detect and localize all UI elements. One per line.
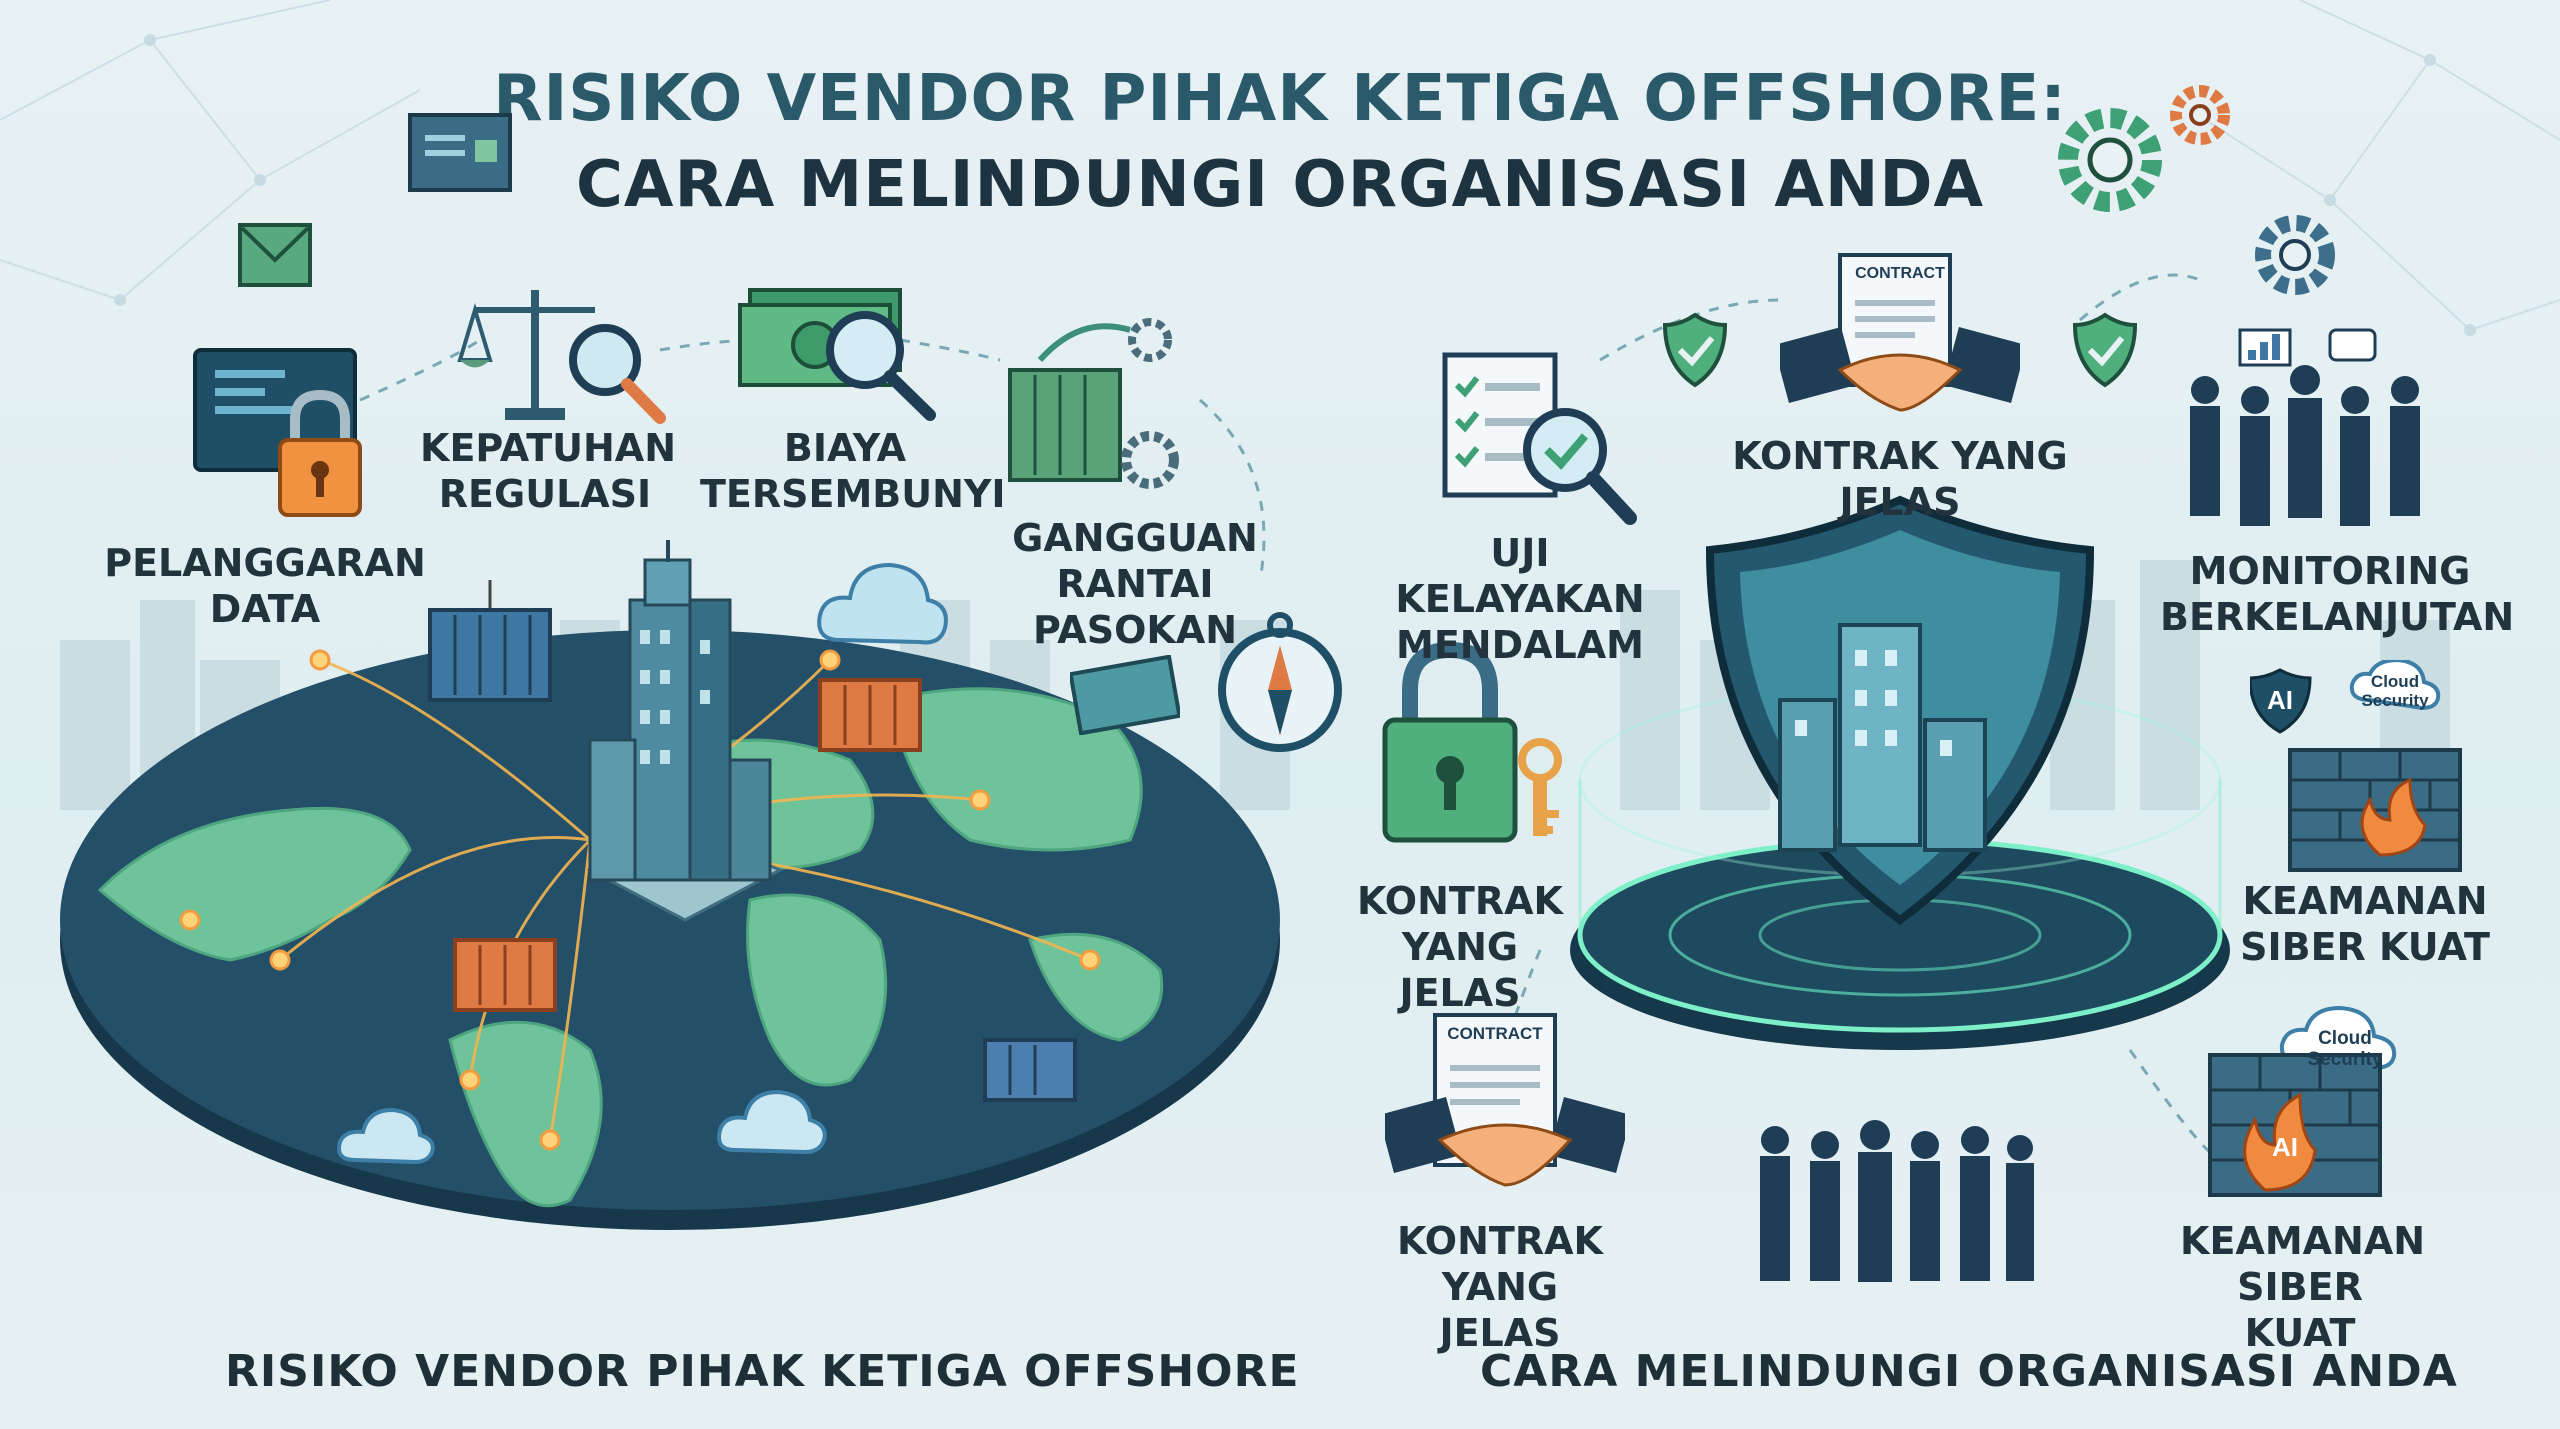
cloud-icon (337, 1107, 435, 1165)
gear-icon (2058, 108, 2162, 212)
shipping-container-icon (428, 580, 552, 702)
label-monitoring: MONITORING BERKELANJUTAN (2160, 549, 2515, 639)
label-clear-contracts-bottom: KONTRAK YANG JELAS (1397, 1219, 1603, 1355)
handshake-contract-icon (1780, 253, 2020, 412)
label-data-breach: PELANGGARAN DATA (104, 541, 426, 631)
gear-icon (2170, 85, 2230, 145)
caption-right: CARA MELINDUNGI ORGANISASI ANDA (1480, 1346, 2458, 1397)
cloud-security-badge-top: Cloud Security (2361, 672, 2429, 710)
shipping-container-icon (818, 678, 922, 752)
label-cyber-security-mid: KEAMANAN SIBER KUAT (2240, 879, 2490, 969)
money-magnifier-icon (738, 288, 936, 421)
contract-badge-top: CONTRACT (1855, 265, 1945, 282)
shield-platform (1570, 495, 2230, 1050)
title-line-2: CARA MELINDUNGI ORGANISASI ANDA (575, 148, 1985, 222)
contract-badge-bottom: CONTRACT (1447, 1024, 1543, 1043)
container-gears-icon (1008, 318, 1179, 489)
label-hidden-costs: BIAYA TERSEMBUNYI (700, 426, 1006, 516)
label-cyber-security-bottom: KEAMANAN SIBER KUAT (2180, 1219, 2426, 1355)
title-line-1: RISIKO VENDOR PIHAK KETIGA OFFSHORE: (493, 62, 2067, 136)
checklist-magnifier-icon (1442, 352, 1637, 525)
gear-icon (2255, 215, 2335, 295)
caption-left: RISIKO VENDOR PIHAK KETIGA OFFSHORE (225, 1346, 1300, 1397)
firewall-fire-icon (2208, 1005, 2397, 1197)
handshake-contract-icon (1385, 1013, 1625, 1187)
cloud-icon (817, 562, 948, 645)
scales-magnifier-icon (457, 290, 666, 424)
compass-icon (1218, 612, 1342, 752)
label-due-diligence: UJI KELAYAKAN MENDALAM (1395, 531, 1645, 667)
document-icon (1070, 655, 1180, 735)
padlock-key-icon (1382, 641, 1562, 843)
ai-badge-bottom: AI (2272, 1132, 2298, 1162)
shield-check-icon (1662, 312, 1728, 388)
shield-check-icon (2072, 312, 2138, 388)
cloud-security-badge-bottom: Cloud Security (2307, 1028, 2383, 1070)
shipping-container-icon (453, 938, 557, 1012)
label-supply-chain: GANGGUAN RANTAI PASOKAN (1012, 516, 1258, 652)
team-icon (1760, 1120, 2034, 1282)
cloud-icon (717, 1089, 827, 1155)
skyscraper-icon (586, 540, 784, 922)
label-clear-contracts-top: KONTRAK YANG JELAS (1732, 434, 2068, 524)
label-clear-contracts-mid: KONTRAK YANG JELAS (1357, 879, 1563, 1015)
secure-document-icon (408, 113, 512, 192)
firewall-fire-icon (2250, 660, 2462, 872)
ai-badge-top: AI (2267, 685, 2293, 715)
email-icon (238, 223, 312, 287)
shipping-container-icon (983, 1038, 1077, 1102)
team-monitoring-icon (2190, 328, 2420, 526)
label-compliance: KEPATUHAN REGULASI (420, 426, 677, 516)
laptop-lock-icon (193, 348, 362, 517)
